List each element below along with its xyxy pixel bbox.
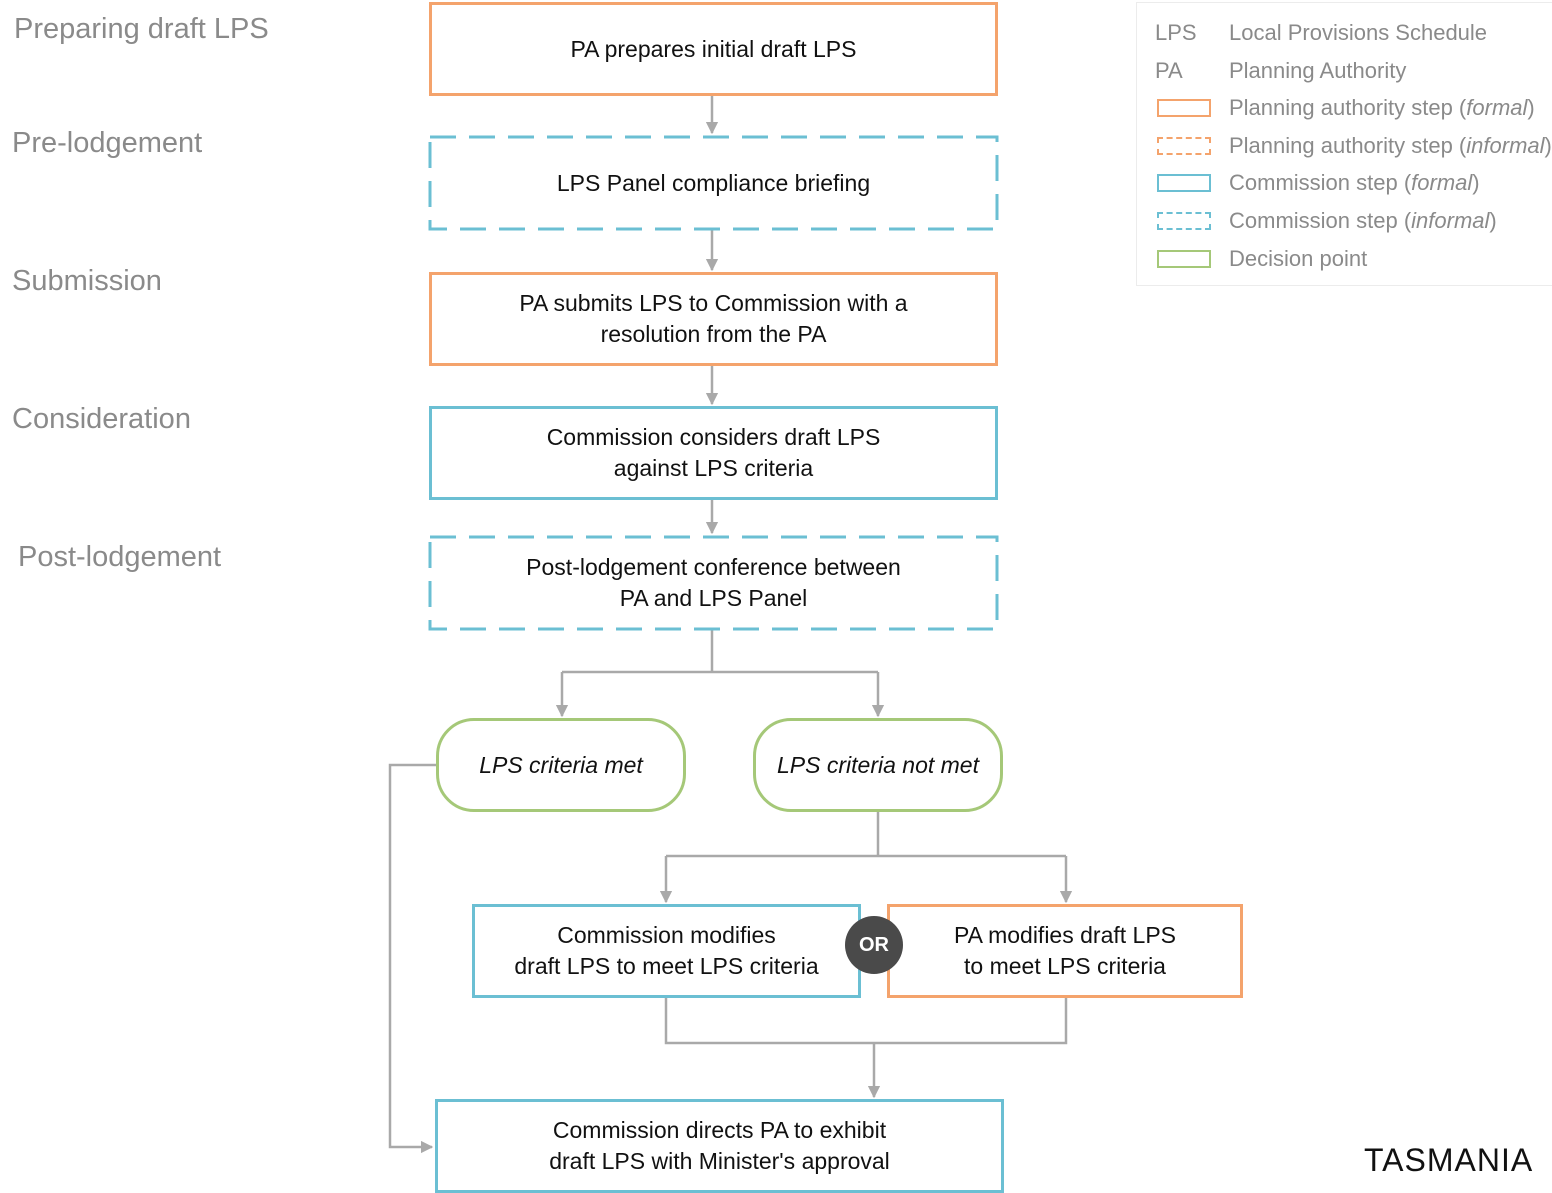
legend-abbr-pa: PA	[1155, 58, 1183, 83]
legend-row-pa: PA Planning Authority	[1137, 56, 1552, 86]
connector-conference-split	[562, 629, 878, 674]
legend-def-lps: Local Provisions Schedule	[1229, 20, 1488, 45]
connector-not-met-split	[666, 812, 1066, 858]
legend: LPS Local Provisions Schedule PA Plannin…	[1136, 2, 1552, 286]
step-compliance-briefing-text: LPS Panel compliance briefing	[556, 169, 871, 196]
or-badge: OR	[845, 916, 903, 974]
tasmania-logo-text: TASMANIA	[1364, 1142, 1534, 1178]
legend-label-decision: Decision point	[1229, 246, 1368, 271]
step-commission-modifies-text: Commission modifies draft LPS to meet LP…	[514, 922, 819, 979]
legend-row-lps: LPS Local Provisions Schedule	[1137, 18, 1552, 48]
legend-row-decision: Decision point	[1137, 244, 1552, 274]
legend-label-com-formal: Commission step (formal)	[1229, 170, 1480, 195]
legend-row-pa-formal: Planning authority step (formal)	[1137, 93, 1552, 123]
step-post-lodgement-conference-text: Post-lodgement conference between PA and…	[526, 554, 901, 611]
step-prepare-draft-text: PA prepares initial draft LPS	[570, 35, 857, 62]
step-prepare-draft: PA prepares initial draft LPS	[429, 2, 998, 96]
legend-swatch-decision	[1157, 250, 1211, 268]
decision-criteria-met: LPS criteria met	[436, 718, 686, 812]
legend-swatch-pa-formal	[1157, 99, 1211, 117]
step-pa-modifies: PA modifies draft LPS to meet LPS criter…	[887, 904, 1243, 998]
step-commission-directs: Commission directs PA to exhibit draft L…	[435, 1099, 1004, 1193]
legend-swatch-com-informal	[1157, 212, 1211, 230]
stage-label-submission: Submission	[12, 265, 162, 297]
legend-row-com-formal: Commission step (formal)	[1137, 168, 1552, 198]
legend-swatch-com-formal	[1157, 174, 1211, 192]
legend-label-com-informal: Commission step (informal)	[1229, 208, 1497, 233]
arrow-met-to-directs	[388, 763, 436, 1154]
decision-criteria-not-met-text: LPS criteria not met	[777, 751, 979, 778]
step-compliance-briefing: LPS Panel compliance briefing	[432, 139, 995, 227]
briefing-box-border	[428, 135, 999, 231]
stage-label-pre-lodgement: Pre-lodgement	[12, 127, 203, 159]
legend-label-pa-informal: Planning authority step (informal)	[1229, 133, 1552, 158]
conference-box-border	[428, 535, 999, 631]
step-post-lodgement-conference: Post-lodgement conference between PA and…	[432, 539, 995, 627]
legend-row-com-informal: Commission step (informal)	[1137, 206, 1552, 236]
decision-criteria-met-text: LPS criteria met	[479, 751, 643, 778]
legend-label-pa-formal: Planning authority step (formal)	[1229, 95, 1535, 120]
step-commission-considers-text: Commission considers draft LPS against L…	[546, 424, 881, 481]
legend-def-pa: Planning Authority	[1229, 58, 1407, 83]
step-submit-lps-text: PA submits LPS to Commission with a reso…	[519, 290, 908, 347]
stage-label-consideration: Consideration	[12, 403, 191, 435]
stage-label-post-lodgement: Post-lodgement	[18, 541, 222, 573]
step-pa-modifies-text: PA modifies draft LPS to meet LPS criter…	[953, 922, 1176, 979]
step-submit-lps: PA submits LPS to Commission with a reso…	[429, 272, 998, 366]
legend-row-pa-informal: Planning authority step (informal)	[1137, 131, 1552, 161]
legend-swatch-pa-informal	[1157, 137, 1211, 155]
stage-label-preparing: Preparing draft LPS	[14, 13, 269, 45]
step-commission-considers: Commission considers draft LPS against L…	[429, 406, 998, 500]
step-commission-directs-text: Commission directs PA to exhibit draft L…	[549, 1117, 890, 1174]
legend-abbr-lps: LPS	[1155, 20, 1197, 45]
step-commission-modifies: Commission modifies draft LPS to meet LP…	[472, 904, 861, 998]
connector-modifies-join	[664, 998, 1068, 1045]
decision-criteria-not-met: LPS criteria not met	[753, 718, 1003, 812]
